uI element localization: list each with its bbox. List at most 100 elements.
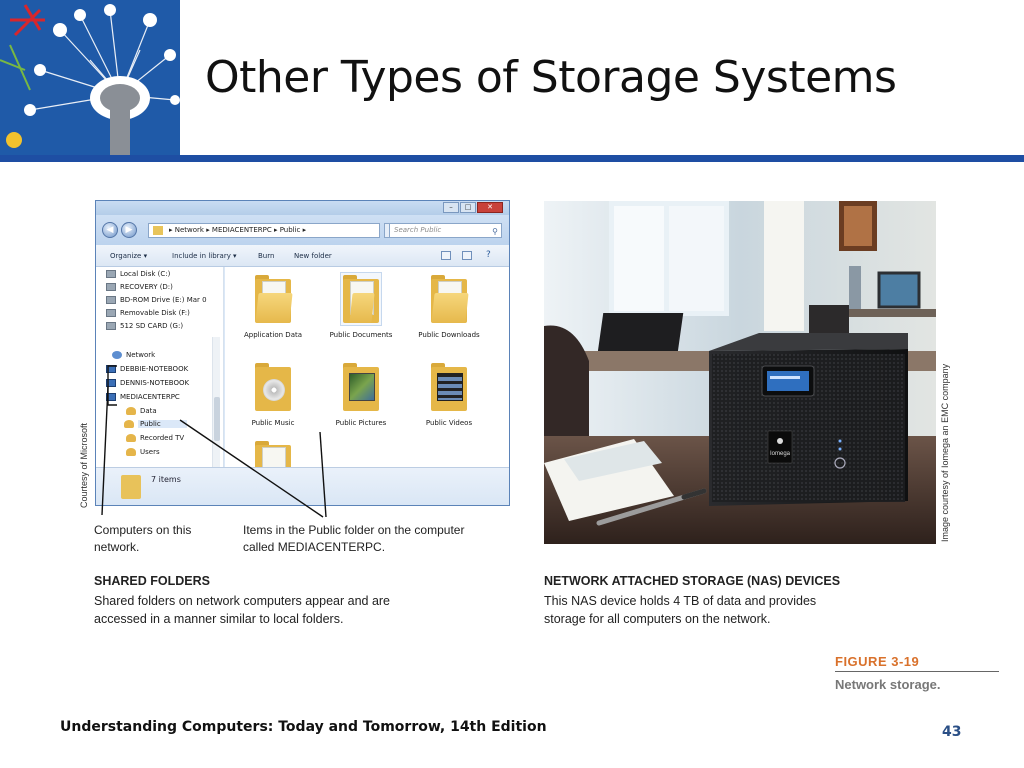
nav-item-label: MEDIACENTERPC xyxy=(120,393,180,401)
slide-title: Other Types of Storage Systems xyxy=(205,52,897,103)
search-input[interactable]: Search Public ⚲ xyxy=(389,223,502,238)
folder-icon xyxy=(253,273,293,325)
search-placeholder: Search Public xyxy=(394,226,442,234)
nas-device-photo: Iomega xyxy=(544,201,936,544)
drive-icon xyxy=(106,283,116,291)
nav-item-label: Data xyxy=(140,407,157,415)
folder-application-data[interactable]: Application Data xyxy=(231,273,315,340)
nav-item-label: Local Disk (C:) xyxy=(120,270,171,278)
details-pane: 7 items xyxy=(96,467,509,505)
nav-item-label: Removable Disk (F:) xyxy=(120,309,190,317)
close-icon[interactable]: ✕ xyxy=(477,202,503,213)
nav-item-recovery[interactable]: RECOVERY (D:) xyxy=(106,283,173,291)
folder-label: Public Music xyxy=(251,419,295,427)
nav-item-label: Recorded TV xyxy=(140,434,185,442)
folder-label: Public Documents xyxy=(329,331,393,339)
drive-icon xyxy=(106,322,116,330)
item-count: 7 items xyxy=(151,475,181,484)
help-icon[interactable]: ? xyxy=(486,250,491,260)
figure-caption: Network storage. xyxy=(835,677,941,692)
callout-public-items: Items in the Public folder on the comput… xyxy=(243,523,465,554)
include-in-library-button[interactable]: Include in library ▾ xyxy=(172,252,237,260)
nav-item-users[interactable]: Users xyxy=(126,448,160,456)
slide-footer: Understanding Computers: Today and Tomor… xyxy=(60,719,547,735)
folder-icon xyxy=(153,226,163,235)
organize-button[interactable]: Organize ▾ xyxy=(110,252,148,260)
new-folder-button[interactable]: New folder xyxy=(294,252,332,260)
explorer-window: – □ ✕ ◀ ▶ ▸ Network ▸ MEDIACENTERPC ▸ Pu… xyxy=(95,200,510,506)
nas-brand-label: Iomega xyxy=(770,451,791,457)
nav-item-dennis-notebook[interactable]: DENNIS-NOTEBOOK xyxy=(106,379,190,387)
folder-label: Public Pictures xyxy=(335,419,387,427)
folder-public-pictures[interactable]: Public Pictures xyxy=(319,361,403,428)
folder-icon xyxy=(253,439,293,467)
nav-item-label: RECOVERY (D:) xyxy=(120,283,173,291)
nav-item-label: BD-ROM Drive (E:) Mar 0 xyxy=(120,296,207,304)
command-toolbar: Organize ▾ Include in library ▾ Burn New… xyxy=(96,245,509,267)
search-icon: ⚲ xyxy=(492,227,498,236)
shared-folders-heading: SHARED FOLDERS xyxy=(94,574,210,588)
folder-icon xyxy=(121,475,141,499)
folder-public-downloads[interactable]: Public Downloads xyxy=(407,273,491,340)
page-number: 43 xyxy=(942,724,962,740)
address-bar-area: ◀ ▶ ▸ Network ▸ MEDIACENTERPC ▸ Public ▸… xyxy=(96,215,509,245)
nav-item-sd-card[interactable]: 512 SD CARD (G:) xyxy=(106,322,184,330)
folder-videos-icon xyxy=(429,361,469,413)
folder-public-documents[interactable]: Public Documents xyxy=(319,272,403,340)
nav-item-label: DENNIS-NOTEBOOK xyxy=(120,379,190,387)
nav-item-label: Public xyxy=(140,420,161,428)
address-path: ▸ Network ▸ MEDIACENTERPC ▸ Public ▸ xyxy=(169,226,307,234)
address-input[interactable]: ▸ Network ▸ MEDIACENTERPC ▸ Public ▸ xyxy=(148,223,380,238)
folder-partial[interactable] xyxy=(231,439,315,467)
dandelion-logo xyxy=(0,0,180,155)
nav-item-label: Users xyxy=(140,448,160,456)
nav-item-label: Network xyxy=(126,351,156,359)
computer-icon xyxy=(106,379,116,387)
nav-scrollbar[interactable] xyxy=(212,337,220,505)
navigation-pane: Local Disk (C:) RECOVERY (D:) BD-ROM Dri… xyxy=(96,267,224,505)
nav-item-mediacenterpc[interactable]: MEDIACENTERPC xyxy=(106,393,180,401)
minimize-icon[interactable]: – xyxy=(443,202,459,213)
nav-item-public[interactable]: Public xyxy=(124,420,187,428)
nav-item-recorded-tv[interactable]: Recorded TV xyxy=(126,434,185,442)
drive-icon xyxy=(106,309,116,317)
user-folder-icon xyxy=(124,420,134,428)
view-options-icon[interactable] xyxy=(441,251,451,260)
preview-pane-icon[interactable] xyxy=(462,251,472,260)
folder-pictures-icon xyxy=(341,361,381,413)
folder-public-videos[interactable]: Public Videos xyxy=(407,361,491,428)
nav-item-data[interactable]: Data xyxy=(126,407,157,415)
figure-number: FIGURE 3-19 xyxy=(835,654,920,669)
folder-documents-icon xyxy=(340,272,382,326)
shared-folders-text: Shared folders on network computers appe… xyxy=(94,594,391,626)
nas-heading: NETWORK ATTACHED STORAGE (NAS) DEVICES xyxy=(544,574,841,588)
nav-item-bd-rom[interactable]: BD-ROM Drive (E:) Mar 0 xyxy=(106,296,207,304)
user-folder-icon xyxy=(126,407,136,415)
folder-label: Public Downloads xyxy=(418,331,480,339)
nav-item-network[interactable]: Network xyxy=(112,351,156,359)
folder-public-music[interactable]: Public Music xyxy=(231,361,315,428)
network-icon xyxy=(112,351,122,359)
forward-icon[interactable]: ▶ xyxy=(121,222,137,238)
back-icon[interactable]: ◀ xyxy=(102,222,118,238)
folder-label: Public Videos xyxy=(425,419,473,427)
nav-item-removable-disk[interactable]: Removable Disk (F:) xyxy=(106,309,190,317)
user-folder-icon xyxy=(126,434,136,442)
burn-button[interactable]: Burn xyxy=(258,252,275,260)
window-titlebar: – □ ✕ xyxy=(96,201,509,215)
nav-item-local-disk[interactable]: Local Disk (C:) xyxy=(106,270,171,278)
computer-icon xyxy=(106,393,116,401)
callout-computers: Computers on this network. xyxy=(94,523,192,554)
maximize-icon[interactable]: □ xyxy=(460,202,476,213)
scrollbar-thumb[interactable] xyxy=(214,397,220,441)
user-folder-icon xyxy=(126,448,136,456)
figure-rule xyxy=(835,671,999,672)
header-divider xyxy=(0,155,1024,162)
nav-item-label: DEBBIE-NOTEBOOK xyxy=(120,365,189,373)
folder-label: Application Data xyxy=(243,331,303,339)
drive-icon xyxy=(106,296,116,304)
credit-iomega: Image courtesy of Iomega an EMC company xyxy=(940,363,950,542)
nav-item-label: 512 SD CARD (G:) xyxy=(120,322,184,330)
drive-icon xyxy=(106,270,116,278)
